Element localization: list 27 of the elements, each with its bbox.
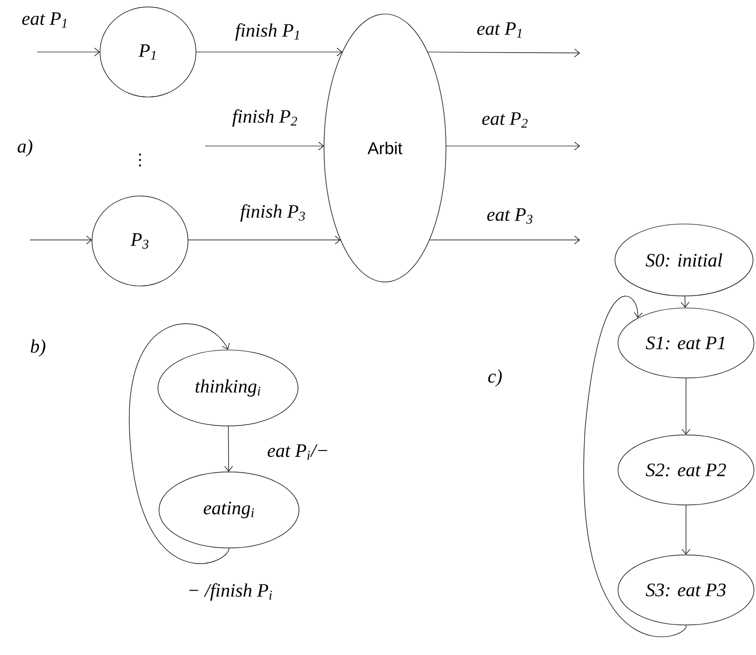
edge-label: eat P$_{1}$ bbox=[20, 11, 70, 29]
arrow bbox=[36, 48, 100, 56]
edge-label: finish P$_{2}$ bbox=[231, 108, 299, 128]
arrow bbox=[584, 296, 686, 638]
edge-label: eat P$_{i}$/− bbox=[266, 443, 330, 461]
arrow bbox=[446, 142, 580, 150]
arrow bbox=[129, 324, 230, 564]
panel-label: c) bbox=[488, 369, 502, 387]
arrow bbox=[204, 142, 324, 150]
panel-label: a) bbox=[18, 139, 32, 157]
arrow bbox=[30, 236, 92, 244]
arrow bbox=[680, 296, 690, 308]
arrow bbox=[224, 426, 233, 472]
edge-label: eat P$_{1}$ bbox=[476, 21, 524, 39]
arrow bbox=[427, 48, 580, 58]
arrow bbox=[196, 48, 342, 56]
edge-label: eat P$_{2}$ bbox=[480, 111, 530, 129]
arrow bbox=[682, 504, 690, 555]
ellipsis-mark: ⋮ bbox=[139, 154, 141, 166]
edge-label: eat P$_{3}$ bbox=[486, 207, 534, 225]
edge-label: finish P$_{1}$ bbox=[234, 22, 302, 42]
arrow bbox=[429, 236, 580, 244]
edge-label: finish P$_{3}$ bbox=[239, 203, 307, 223]
edge-label: − /finish P$_{i}$ bbox=[186, 582, 274, 602]
arrow bbox=[188, 236, 341, 244]
panel-label: b) bbox=[30, 339, 46, 357]
arrow bbox=[682, 378, 690, 435]
